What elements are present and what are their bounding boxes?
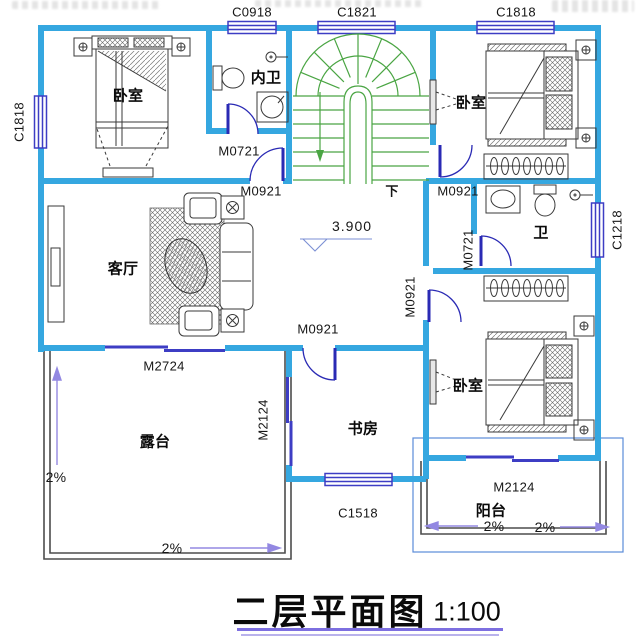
room-label-ensuite: 内卫 bbox=[250, 69, 282, 87]
window-c1818-top bbox=[476, 20, 555, 35]
sliding-doors bbox=[105, 345, 559, 466]
door-m0921-bedroom-br bbox=[427, 289, 462, 323]
sliding-door-m2124-balcony bbox=[466, 455, 559, 462]
living-room-furniture bbox=[47, 192, 254, 337]
tv-cabinet bbox=[47, 205, 65, 323]
door-label-m0721-bathroom: M0721 bbox=[460, 229, 476, 271]
tv-bench bbox=[102, 167, 154, 178]
door-label-m0921-study: M0921 bbox=[297, 321, 339, 337]
sink-basin bbox=[260, 95, 284, 119]
closet bbox=[483, 153, 569, 180]
title-underline-2 bbox=[241, 634, 499, 636]
sliding-door-m2724 bbox=[105, 345, 225, 352]
window-c1818-left bbox=[33, 95, 48, 149]
slope-arrow-terrace-right bbox=[190, 543, 283, 553]
stair-down-label: 下 bbox=[385, 183, 399, 199]
door-m0921-study bbox=[302, 347, 337, 381]
door-label-m0721-ensuite: M0721 bbox=[218, 143, 260, 159]
sink-counter bbox=[256, 91, 289, 123]
sliding-door-m2124-terrace bbox=[286, 377, 293, 466]
watermark bbox=[552, 0, 634, 12]
watermark bbox=[12, 1, 162, 9]
room-label-study: 书房 bbox=[347, 420, 379, 438]
door-label-m2124-balcony: M2124 bbox=[493, 479, 535, 495]
stair-down-arrowhead bbox=[316, 150, 324, 162]
balcony-railing bbox=[420, 461, 607, 535]
drawing-scale: 1:100 bbox=[433, 596, 501, 627]
room-label-bedroom-tr: 卧室 bbox=[455, 94, 487, 112]
slope-arrow-balcony-right bbox=[560, 522, 611, 532]
toilet-tank bbox=[533, 184, 557, 195]
door-label-m2124-terrace: M2124 bbox=[255, 399, 271, 441]
door-m0921-bedroom-tr bbox=[438, 144, 473, 178]
toilet-tank bbox=[212, 65, 223, 91]
room-label-bedroom-br: 卧室 bbox=[452, 377, 484, 395]
bed-bedroom-br bbox=[429, 275, 595, 441]
toilet-bowl bbox=[221, 67, 245, 89]
window-c0918 bbox=[227, 20, 277, 35]
title-underline bbox=[237, 628, 503, 631]
door-m0721-ensuite bbox=[226, 103, 259, 135]
window-label-c1518: C1518 bbox=[338, 505, 378, 521]
shower-head bbox=[569, 189, 581, 201]
swing-doors bbox=[226, 103, 512, 381]
closet bbox=[483, 275, 569, 302]
window-label-c0918: C0918 bbox=[232, 4, 272, 20]
window-label-c1821: C1821 bbox=[337, 4, 377, 20]
tv bbox=[50, 247, 61, 287]
room-label-living-room: 客厅 bbox=[107, 260, 139, 278]
toilet-bowl bbox=[534, 193, 556, 217]
shower-head bbox=[265, 51, 277, 63]
slope-label-balcony-right: 2% bbox=[534, 519, 556, 535]
floor-level-label: 3.900 bbox=[331, 218, 373, 234]
slope-arrow-terrace-up bbox=[52, 365, 62, 465]
window-c1518 bbox=[324, 472, 393, 487]
window-label-c1818-left: C1818 bbox=[11, 102, 27, 142]
room-label-bedroom-tl: 卧室 bbox=[112, 87, 144, 105]
door-label-m2724: M2724 bbox=[143, 358, 185, 374]
slope-arrows bbox=[52, 365, 611, 553]
ensuite-fixtures bbox=[212, 51, 289, 123]
armchair bbox=[178, 305, 220, 337]
window-label-c1218: C1218 bbox=[609, 210, 625, 250]
terrace-railing bbox=[43, 351, 292, 560]
staircase bbox=[293, 33, 429, 184]
bed-bedroom-tr bbox=[429, 39, 597, 180]
wall-mirror bbox=[429, 359, 437, 405]
slope-label-balcony-left: 2% bbox=[483, 518, 505, 534]
door-m0721-bathroom bbox=[479, 235, 512, 267]
sofa bbox=[219, 222, 254, 311]
sink-counter bbox=[485, 185, 521, 214]
door-m0921-bedroom-tl bbox=[249, 147, 285, 182]
door-label-m0921-bedroom-tl: M0921 bbox=[240, 183, 282, 199]
door-label-m0921-bedroom-br: M0921 bbox=[402, 276, 418, 318]
window-c1821 bbox=[317, 20, 396, 35]
level-mark bbox=[300, 238, 372, 252]
room-label-terrace: 露台 bbox=[139, 433, 171, 451]
room-label-bathroom: 卫 bbox=[533, 224, 549, 242]
furniture bbox=[47, 35, 597, 441]
window-c1218 bbox=[590, 202, 605, 258]
window-label-c1818-top: C1818 bbox=[496, 4, 536, 20]
wall-mirror bbox=[429, 79, 437, 125]
bed-bedroom-tl bbox=[73, 35, 191, 178]
door-label-m0921-bedroom-tr: M0921 bbox=[437, 183, 479, 199]
room-label-balcony: 阳台 bbox=[475, 502, 507, 520]
windows bbox=[33, 20, 605, 487]
sink-basin bbox=[490, 189, 516, 209]
slope-label-terrace-left: 2% bbox=[45, 469, 67, 485]
drawing-title: 二层平面图 bbox=[232, 591, 428, 632]
slope-arrow-balcony-left bbox=[423, 521, 478, 531]
bathroom-fixtures bbox=[485, 184, 593, 217]
slope-label-terrace-bottom: 2% bbox=[161, 540, 183, 556]
watermark bbox=[255, 0, 425, 7]
roof-edge-outline bbox=[412, 437, 624, 553]
coffee-table bbox=[164, 238, 208, 294]
